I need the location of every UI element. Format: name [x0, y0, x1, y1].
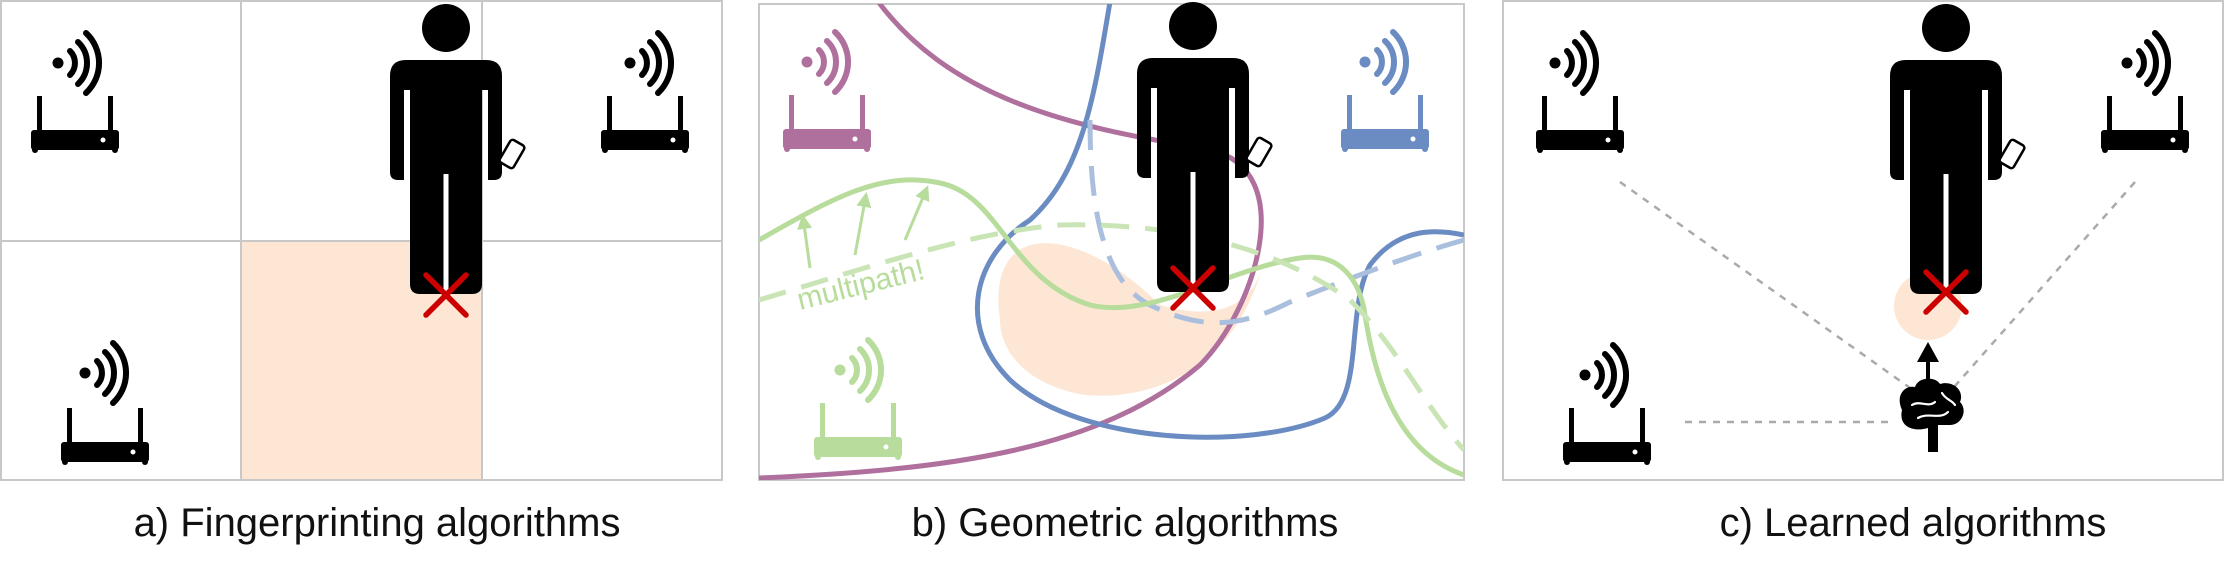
caption-a: a) Fingerprinting algorithms	[134, 501, 621, 545]
caption-c: c) Learned algorithms	[1720, 501, 2107, 545]
blue-range-curve	[974, 4, 1464, 440]
blue-dashed-curve	[1087, 119, 1464, 326]
green-range-curve	[759, 177, 1464, 478]
router-green-color	[814, 337, 902, 460]
brain-icon	[1899, 378, 1964, 452]
caption-b: b) Geometric algorithms	[912, 501, 1339, 545]
intersection-region	[998, 243, 1262, 396]
router-blue-color	[1341, 29, 1429, 152]
multipath-arrows	[797, 185, 930, 269]
panel-geometric: multipath! b) Geometric algorithms	[758, 0, 1465, 545]
panel-learned: c) Learned algorithms	[1502, 0, 2224, 545]
router-purple-color	[783, 29, 871, 152]
dashed-links	[1619, 180, 2136, 424]
panel-fingerprinting: a) Fingerprinting algorithms	[0, 0, 723, 545]
